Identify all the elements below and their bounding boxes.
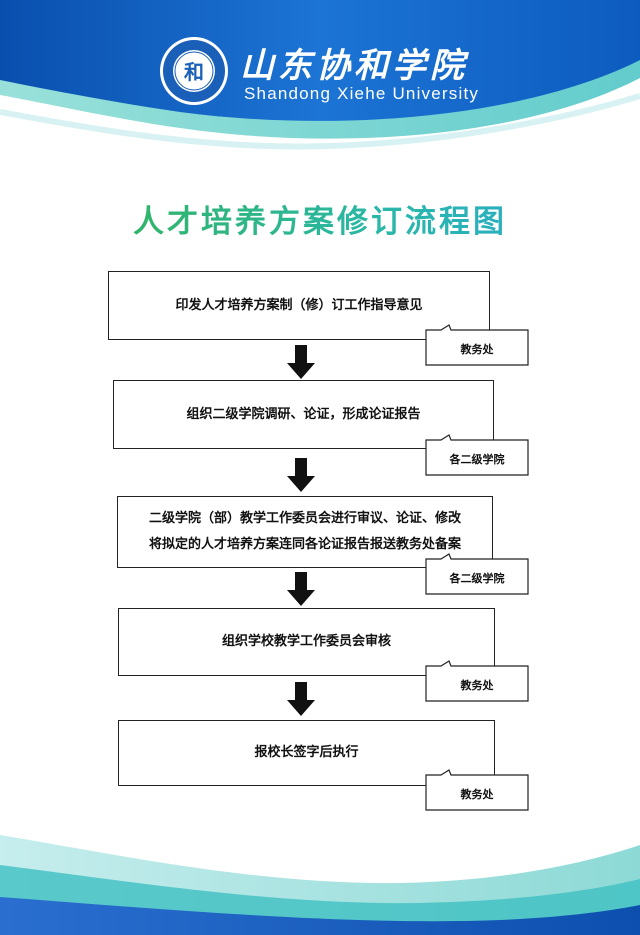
down-arrow-icon — [287, 345, 315, 379]
dept-tag-4: 教务处 — [425, 660, 529, 702]
flow-step-1: 印发人才培养方案制（修）订工作指导意见 — [108, 271, 490, 340]
dept-tag-1-label: 教务处 — [460, 343, 494, 356]
dept-tag-5: 教务处 — [425, 769, 529, 811]
down-arrow-icon — [287, 458, 315, 492]
flow-step-5-text: 报校长签字后执行 — [254, 745, 359, 760]
header-banner — [0, 0, 640, 150]
flow-step-1-text: 印发人才培养方案制（修）订工作指导意见 — [175, 297, 423, 313]
university-name-en: Shandong Xiehe University — [244, 84, 480, 103]
dept-tag-2-label: 各二级学院 — [449, 453, 505, 466]
dept-tag-1: 教务处 — [425, 324, 529, 366]
university-name-cn: 山东协和学院 — [240, 46, 468, 86]
page-title: 人才培养方案修订流程图 — [0, 196, 640, 241]
footer-wave — [0, 835, 640, 935]
flow-step-3: 二级学院（部）教学工作委员会进行审议、论证、修改 将拟定的人才培养方案连同各论证… — [117, 496, 493, 568]
flow-step-4-text: 组织学校教学工作委员会审核 — [221, 634, 391, 649]
down-arrow-icon — [287, 682, 315, 716]
dept-tag-3-label: 各二级学院 — [449, 572, 505, 585]
flow-step-2-text: 组织二级学院调研、论证，形成论证报告 — [186, 406, 421, 422]
flow-step-4: 组织学校教学工作委员会审核 — [118, 608, 495, 676]
flow-step-3-text-line2: 将拟定的人才培养方案连同各论证报告报送教务处备案 — [148, 537, 461, 552]
dept-tag-3: 各二级学院 — [425, 553, 529, 595]
flow-step-2: 组织二级学院调研、论证，形成论证报告 — [113, 380, 494, 449]
dept-tag-4-label: 教务处 — [460, 679, 494, 692]
flow-step-3-text-line1: 二级学院（部）教学工作委员会进行审议、论证、修改 — [148, 511, 461, 526]
svg-text:和: 和 — [184, 60, 204, 84]
dept-tag-2: 各二级学院 — [425, 434, 529, 476]
dept-tag-5-label: 教务处 — [460, 788, 494, 801]
university-seal-logo: 和 — [160, 37, 228, 105]
down-arrow-icon — [287, 572, 315, 606]
